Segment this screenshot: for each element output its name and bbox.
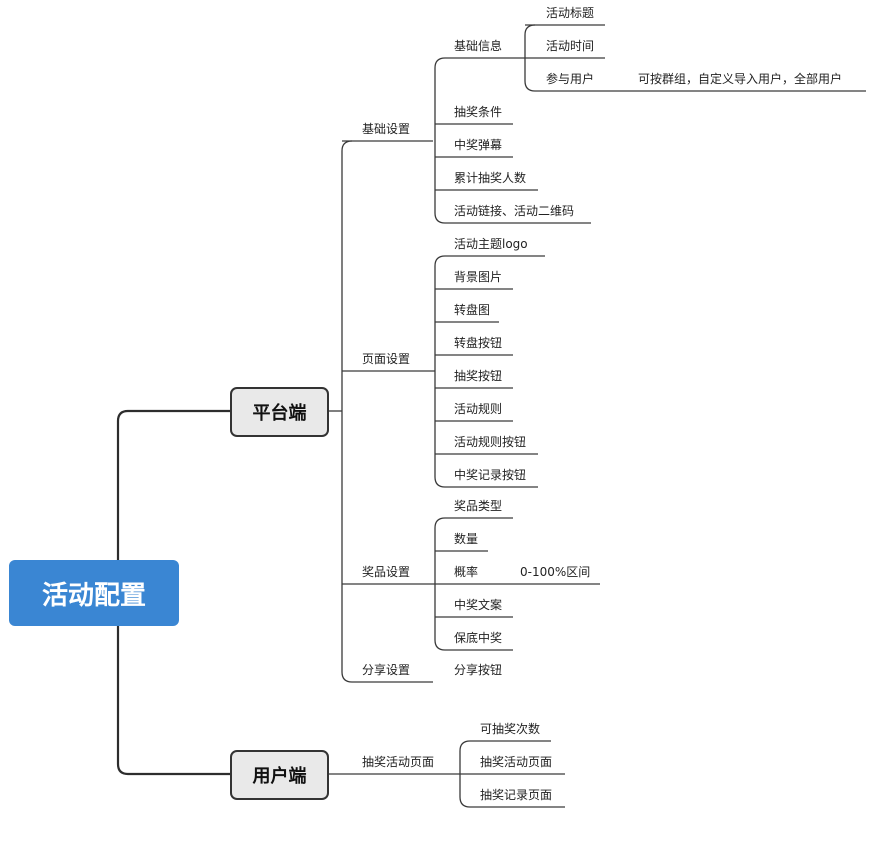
group-prize-settings: 奖品设置 (362, 565, 410, 579)
node-user-page: 抽奖活动页面 (362, 755, 434, 769)
node-page-item: 活动主题logo (454, 237, 528, 251)
node-page-item: 中奖记录按钮 (454, 467, 526, 482)
node-prize-rate-note: 0-100%区间 (520, 565, 590, 579)
node-prize-rate: 概率 (454, 564, 478, 579)
node-prize-qty: 数量 (454, 531, 478, 546)
spine-page (434, 255, 446, 488)
node-page-item: 转盘图 (454, 302, 490, 317)
node-share-button: 分享按钮 (454, 662, 502, 677)
node-page-item: 背景图片 (454, 270, 502, 284)
node-activity-link: 活动链接、活动二维码 (454, 203, 574, 218)
group-basic-settings: 基础设置 (362, 122, 410, 136)
connector-root-platform (116, 409, 231, 560)
node-prize-type: 奖品类型 (454, 499, 502, 513)
node-activity-title: 活动标题 (546, 6, 594, 20)
node-activity-time: 活动时间 (546, 39, 594, 53)
node-user-item: 可抽奖次数 (480, 721, 540, 736)
node-prize-guarantee: 保底中奖 (454, 630, 502, 645)
node-draw-condition: 抽奖条件 (454, 105, 502, 119)
node-prize-copy: 中奖文案 (454, 597, 502, 612)
branch-platform: 平台端 (230, 387, 329, 437)
node-page-item: 活动规则 (454, 401, 502, 416)
root-node: 活动配置 (9, 560, 179, 626)
node-user-item: 抽奖记录页面 (480, 788, 552, 802)
node-win-barrage: 中奖弹幕 (454, 137, 502, 152)
node-page-item: 抽奖按钮 (454, 368, 502, 383)
node-participants: 参与用户 (546, 71, 594, 86)
node-participants-note: 可按群组，自定义导入用户，全部用户 (638, 71, 842, 86)
connector-root-user (116, 626, 231, 776)
node-user-item: 抽奖活动页面 (480, 755, 552, 769)
node-draw-count: 累计抽奖人数 (454, 170, 526, 185)
node-page-item: 活动规则按钮 (454, 434, 526, 449)
spine-basic (434, 57, 446, 224)
node-page-item: 转盘按钮 (454, 335, 502, 350)
branch-user: 用户端 (230, 750, 329, 800)
group-share-settings: 分享设置 (362, 662, 410, 677)
spine-platform (341, 140, 353, 683)
node-basic-info: 基础信息 (454, 38, 502, 53)
group-page-settings: 页面设置 (362, 352, 410, 366)
